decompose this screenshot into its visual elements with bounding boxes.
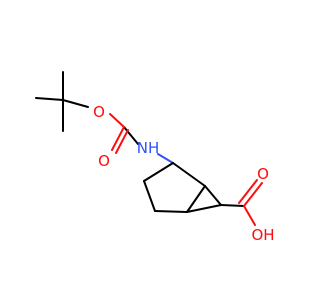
bond-acid-double-1 [243, 182, 263, 207]
bond-acid-double-2 [238, 179, 258, 204]
molecule-structure-diagram: O O NH O OH [35, 71, 275, 244]
acid-hydroxyl-label: OH [251, 226, 274, 244]
bond-acid-hydroxyl [243, 205, 256, 226]
bond-tbu-to-oxygen [62, 99, 89, 108]
carboxylic-acid-group [220, 179, 263, 226]
bond-ether-oxygen-to-carbonyl-carbon [109, 113, 125, 128]
bond-carbonyl-carbon-to-nitrogen [123, 126, 139, 145]
bond-ring-c5-c6 [186, 185, 206, 213]
amine-nitrogen-label: NH [137, 139, 160, 157]
bond-carbonyl-double-1 [111, 126, 125, 151]
acid-carbonyl-oxygen-label: O [257, 165, 269, 183]
bond-tbu-methyl-left [35, 97, 64, 101]
bond-ring-c6-c1 [172, 162, 206, 187]
bicyclohexane-ring [143, 162, 222, 213]
bond-ring-to-acid-carbon [220, 204, 245, 207]
carbamate-group [109, 113, 174, 164]
bond-cyclopropane-c5-c7 [186, 204, 222, 213]
bond-ring-c2-c3 [143, 162, 174, 182]
bond-carbonyl-double-2 [115, 129, 129, 154]
bond-ring-c4-c5 [154, 210, 188, 213]
ether-oxygen-label: O [93, 103, 105, 121]
tert-butyl-group [35, 71, 89, 132]
carbamate-carbonyl-oxygen-label: O [98, 152, 110, 170]
bond-cyclopropane-c1-c7 [204, 185, 222, 206]
bond-ring-c3-c4 [143, 180, 156, 212]
bond-nitrogen-to-ring [157, 153, 174, 164]
